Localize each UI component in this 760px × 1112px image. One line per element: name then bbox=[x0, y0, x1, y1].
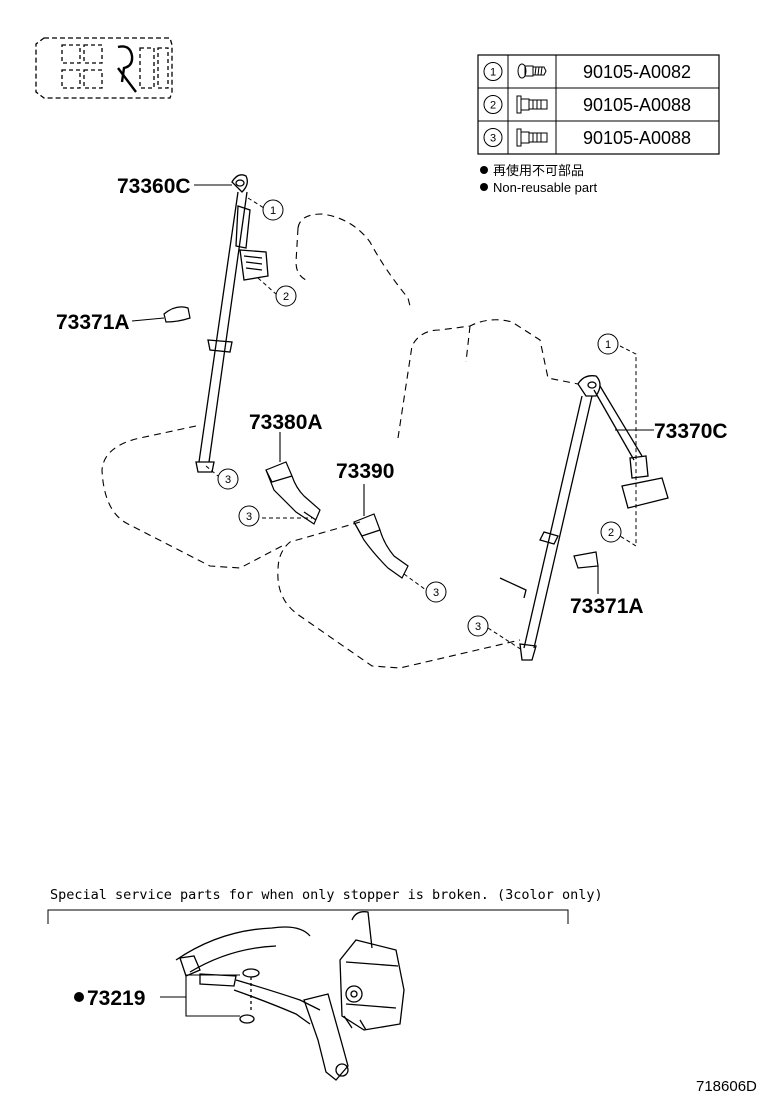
special-service-section: Special service parts for when only stop… bbox=[47, 887, 603, 1081]
row-ref: 1 bbox=[490, 67, 496, 79]
part-label-73371A-right: 73371A bbox=[570, 595, 644, 618]
right-belt-guide-clip bbox=[573, 551, 599, 569]
callout-3: 3 bbox=[475, 621, 481, 633]
part-label-73360C: 73360C bbox=[117, 175, 191, 198]
legend-en: Non-reusable part bbox=[493, 180, 597, 195]
leader-lines bbox=[131, 184, 654, 998]
stopper-assembly-drawing bbox=[175, 911, 405, 1081]
right-seat-outline bbox=[277, 319, 579, 669]
table-row: 2 90105-A0088 bbox=[483, 95, 691, 115]
part-label-73371A-left: 73371A bbox=[56, 311, 130, 334]
diagram-reference: 718606D bbox=[696, 1078, 757, 1095]
callout-numbers: 1 2 3 3 3 3 1 2 bbox=[225, 205, 614, 633]
bolt-with-washer-icon bbox=[517, 63, 547, 79]
fastener-table: 1 90105-A0082 2 90105-A0088 3 bbox=[477, 54, 720, 155]
left-seat-outline bbox=[101, 213, 411, 569]
part-number: 90105-A0082 bbox=[583, 62, 691, 82]
callout-2: 2 bbox=[608, 527, 614, 539]
callout-3: 3 bbox=[225, 474, 231, 486]
callout-3: 3 bbox=[433, 587, 439, 599]
callout-circles bbox=[217, 199, 622, 637]
filled-dot-icon bbox=[74, 992, 84, 1002]
table-row: 3 90105-A0088 bbox=[483, 128, 691, 148]
special-service-note: Special service parts for when only stop… bbox=[50, 887, 603, 903]
part-label-73219: 73219 bbox=[87, 987, 145, 1010]
callout-1: 1 bbox=[605, 339, 611, 351]
part-labels: 73360C 73371A 73380A 73390 73370C 73371A bbox=[56, 175, 728, 618]
legend: 再使用不可部品 Non-reusable part bbox=[480, 163, 597, 195]
filled-dot-icon bbox=[480, 166, 488, 174]
part-number: 90105-A0088 bbox=[583, 95, 691, 115]
table-row: 1 90105-A0082 bbox=[483, 62, 691, 82]
right-belt-assembly bbox=[499, 375, 669, 661]
center-buckle-73390 bbox=[353, 513, 409, 579]
part-label-73380A: 73380A bbox=[249, 411, 323, 434]
callout-1: 1 bbox=[270, 205, 276, 217]
left-belt-assembly bbox=[195, 174, 269, 473]
seat-layout-icon bbox=[35, 37, 173, 99]
callout-2: 2 bbox=[283, 291, 289, 303]
left-belt-guide-clip bbox=[163, 306, 191, 323]
callout-3: 3 bbox=[246, 511, 252, 523]
callout-leaders bbox=[205, 197, 637, 651]
part-label-73370C: 73370C bbox=[654, 420, 728, 443]
part-label-73390: 73390 bbox=[336, 460, 394, 483]
row-ref: 3 bbox=[490, 133, 496, 145]
center-buckle-73380A bbox=[265, 461, 321, 525]
filled-dot-icon bbox=[480, 183, 488, 191]
row-ref: 2 bbox=[490, 100, 496, 112]
flange-bolt-icon bbox=[516, 128, 548, 147]
legend-jp: 再使用不可部品 bbox=[493, 163, 584, 178]
flange-bolt-icon bbox=[516, 95, 548, 114]
part-number: 90105-A0088 bbox=[583, 128, 691, 148]
